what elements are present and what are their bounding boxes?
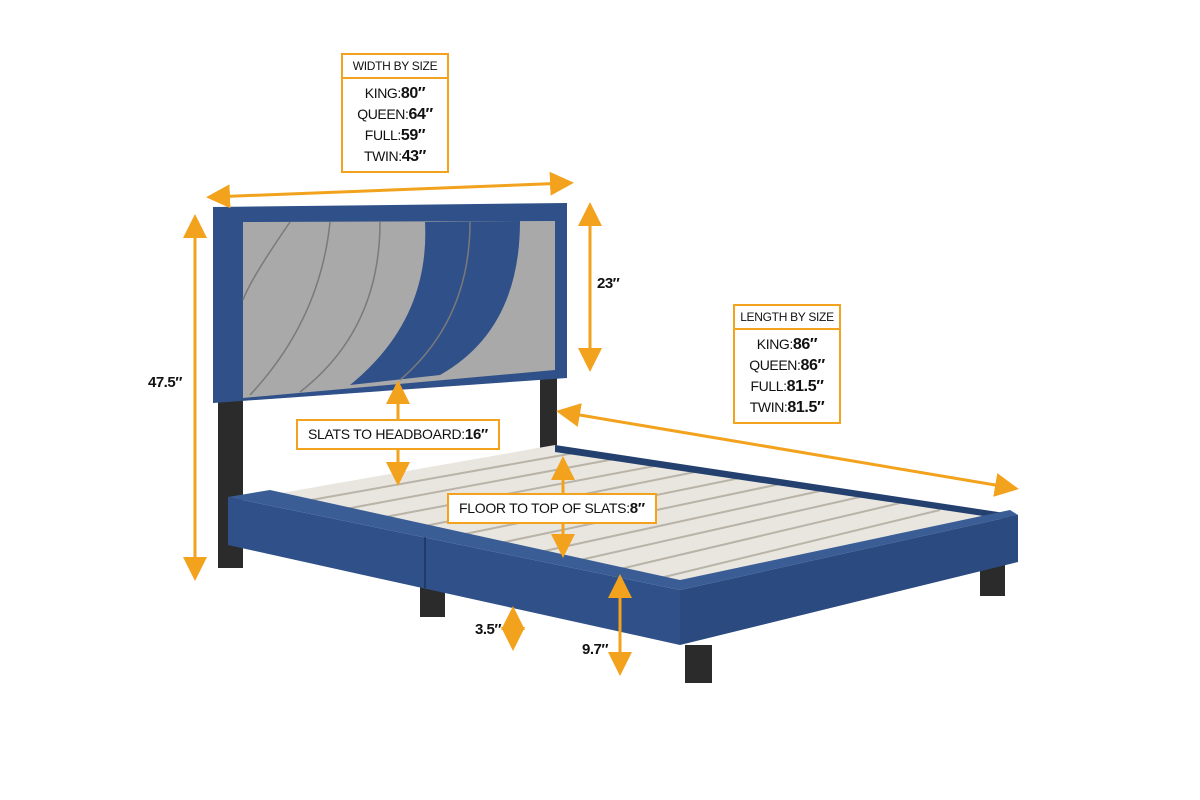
leg-back-right [540, 362, 557, 448]
headboard-height-label: 23″ [597, 275, 620, 292]
width-row-king: KING:80″ [343, 83, 447, 104]
size-value: 86″ [792, 336, 818, 353]
size-label: TWIN: [749, 399, 788, 415]
length-by-size-box: LENGTH BY SIZE KING:86″ QUEEN:86″ FULL:8… [733, 304, 841, 424]
headboard-wave [350, 221, 520, 385]
size-label: QUEEN: [357, 106, 409, 122]
size-value: 80″ [400, 85, 426, 102]
width-box-title: WIDTH BY SIZE [343, 55, 447, 79]
width-by-size-box: WIDTH BY SIZE KING:80″ QUEEN:64″ FULL:59… [341, 53, 449, 173]
width-row-full: FULL:59″ [343, 125, 447, 146]
size-label: QUEEN: [749, 357, 801, 373]
foot-rail [228, 497, 680, 645]
size-label: FULL: [750, 378, 788, 394]
length-row-queen: QUEEN:86″ [735, 355, 839, 376]
size-label: TWIN: [364, 148, 402, 164]
width-row-twin: TWIN:43″ [343, 146, 447, 167]
label-value: 16″ [464, 426, 488, 443]
rail-height-label: 9.7″ [582, 641, 609, 658]
length-box-title: LENGTH BY SIZE [735, 306, 839, 330]
size-value: 59″ [400, 127, 426, 144]
size-label: KING: [756, 336, 794, 352]
label-text: SLATS TO HEADBOARD: [308, 426, 465, 442]
length-row-twin: TWIN:81.5″ [735, 397, 839, 418]
length-row-king: KING:86″ [735, 334, 839, 355]
label-value: 8″ [629, 500, 645, 517]
floor-to-slats-label: FLOOR TO TOP OF SLATS:8″ [447, 493, 657, 524]
size-value: 43″ [401, 148, 427, 165]
label-text: FLOOR TO TOP OF SLATS: [459, 500, 630, 516]
width-row-queen: QUEEN:64″ [343, 104, 447, 125]
length-row-full: FULL:81.5″ [735, 376, 839, 397]
size-value: 81.5″ [786, 378, 824, 395]
side-rail-near [680, 515, 1018, 645]
size-value: 86″ [800, 357, 826, 374]
leg-height-label: 3.5″ [475, 621, 502, 638]
total-height-label: 47.5″ [148, 374, 182, 391]
size-value: 64″ [408, 106, 434, 123]
size-label: KING: [364, 85, 402, 101]
size-label: FULL: [364, 127, 402, 143]
slats-to-headboard-label: SLATS TO HEADBOARD:16″ [296, 419, 500, 450]
size-value: 81.5″ [787, 399, 825, 416]
leg-front [685, 645, 712, 683]
